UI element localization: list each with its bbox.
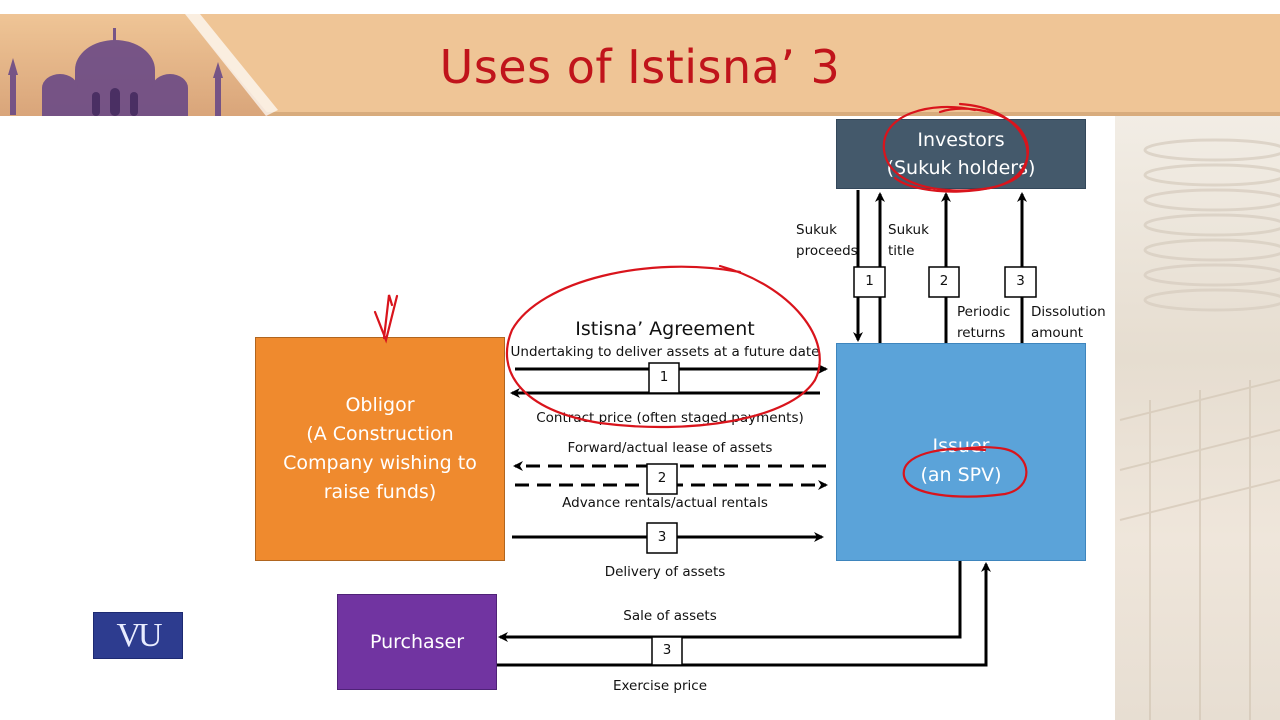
step-periodic: 2 [939,273,949,289]
periodic-returns-label: Periodic returns [957,304,1011,341]
step-sale: 3 [662,642,672,658]
forward-lease-label: Forward/actual lease of assets [567,440,773,456]
step-agreement: 1 [659,369,669,385]
dissolution-label: Dissolution amount [1031,304,1106,341]
sale-label: Sale of assets [623,608,717,624]
step-box-sukuk [853,266,886,298]
issuer-label: Issuer (an SPV) [920,435,1002,486]
investors-box: Investors (Sukuk holders) [836,119,1086,189]
spv-circle-annotation [902,446,1028,498]
issuer-box: Issuer (an SPV) [836,343,1086,561]
mosque-illustration [0,14,278,116]
advance-rentals-label: Advance rentals/actual rentals [562,495,768,511]
step-lease: 2 [657,470,667,486]
step-sukuk: 1 [865,273,874,289]
obligor-label: Obligor (A Construction Company wishing … [283,394,477,503]
delivery-label: Delivery of assets [604,564,726,580]
step-delivery: 3 [657,529,667,545]
obligor-check-annotation-2 [382,294,394,340]
exercise-label: Exercise price [612,678,708,694]
obligor-box: Obligor (A Construction Company wishing … [255,337,505,561]
header-shadow [0,112,1280,116]
investors-circle-annotation-2 [893,102,1029,193]
step-box-agreement [648,362,680,394]
obligor-check-annotation [373,294,399,344]
vu-logo-text: VU [116,616,162,654]
purchaser-box: Purchaser [337,594,497,690]
undertaking-label: Undertaking to deliver assets at a futur… [510,344,820,360]
vu-logo: VU [93,612,183,659]
step-box-delivery [646,522,678,554]
step-box-dissolution [1004,266,1037,298]
sukuk-title-label: Sukuk title [888,222,929,259]
purchaser-label: Purchaser [369,631,465,653]
slide-title: Uses of Istisna’ 3 [439,40,841,94]
step-box-periodic [928,266,960,298]
sukuk-proceeds-label: Sukuk proceeds [796,222,858,259]
contract-price-label: Contract price (often staged payments) [536,410,804,426]
step-dissolution: 3 [1016,273,1025,289]
agreement-circle-annotation [505,264,821,429]
agreement-title: Istisna’ Agreement [575,318,755,340]
step-box-lease [646,463,678,495]
investors-label: Investors (Sukuk holders) [886,129,1036,179]
step-box-sale [651,636,683,666]
